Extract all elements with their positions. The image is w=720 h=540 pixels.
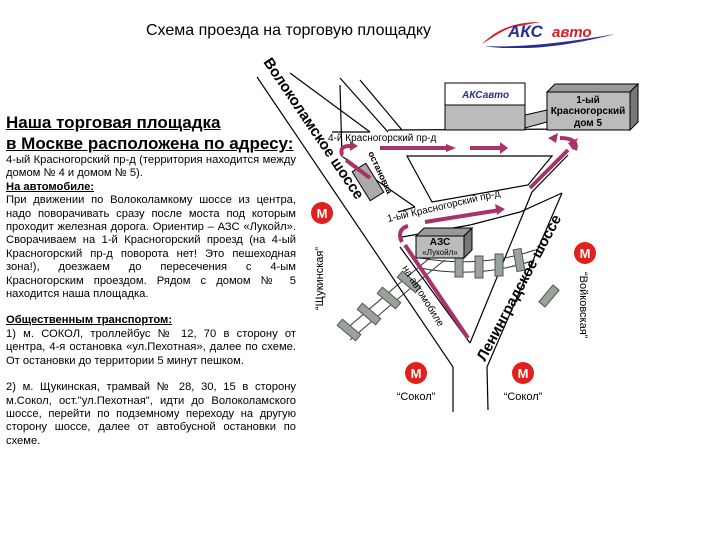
svg-text:“Сокол”: “Сокол” [397, 391, 436, 403]
svg-text:АЗС: АЗС [430, 237, 450, 248]
transport-item-2: 2) м. Щукинская, трамвай № 28, 30, 15 в … [6, 381, 296, 447]
metro-icon [574, 242, 596, 264]
aks-logo: АКС авто [482, 22, 615, 48]
page-title: Схема проезда на торговую площадку [146, 22, 432, 39]
metro-sokol-1: М “Сокол” [397, 362, 436, 403]
route-arrows [339, 136, 578, 340]
metro-icon [512, 362, 534, 384]
svg-text:Красногорский: Красногорский [551, 106, 626, 117]
svg-text:М: М [580, 246, 591, 261]
transport-item-1: 1) м. СОКОЛ, троллейбус № 12, 70 в сторо… [6, 327, 296, 367]
label-krasnogorsky-4: 4-й Красногорский пр-д [328, 133, 436, 144]
svg-text:1-ый: 1-ый [576, 95, 600, 106]
transport-heading: Общественным транспортом: [6, 314, 173, 327]
aks-building: АКСавто [444, 82, 548, 131]
svg-text:“Войковская”: “Войковская” [577, 272, 589, 339]
svg-text:М: М [411, 366, 422, 381]
address-text: 4-ый Красногорский пр-д (территория нахо… [6, 154, 296, 180]
address-heading-1: Наша торговая площадка [6, 113, 221, 132]
roads [256, 72, 578, 412]
metro-icon [311, 202, 333, 224]
metro-sokol-2: М “Сокол” [504, 362, 543, 403]
azs-lukoil: АЗС «Лукойл» [414, 226, 474, 260]
metro-voikovskaya: М “Войковская” [574, 242, 596, 339]
building-logo: АКСавто [461, 90, 509, 101]
railway [336, 247, 560, 342]
svg-text:авто: авто [552, 24, 592, 41]
arrow-heads [350, 133, 578, 215]
house-5: 1-ый Красногорский дом 5 [545, 82, 640, 132]
by-car-text: При движении по Волоколамкому шоссе из ц… [6, 194, 296, 301]
svg-text:М: М [518, 366, 529, 381]
svg-text:М: М [317, 206, 328, 221]
svg-text:«Лукойл»: «Лукойл» [422, 248, 458, 257]
address-heading-2: в Москве расположена по адресу: [6, 134, 294, 153]
metro-icon [405, 362, 427, 384]
label-volokolamskoe: Волоколамское шоссе [260, 55, 367, 203]
svg-text:АКС: АКС [507, 22, 544, 41]
by-car-heading: На автомобиле: [6, 180, 95, 193]
svg-text:“Щукинская”: “Щукинская” [314, 247, 326, 310]
metro-shchukinskaya: М “Щукинская” [311, 202, 333, 310]
svg-text:дом 5: дом 5 [574, 118, 603, 129]
directions-text: Наша торговая площадка в Москве располож… [6, 112, 296, 448]
svg-text:“Сокол”: “Сокол” [504, 391, 543, 403]
